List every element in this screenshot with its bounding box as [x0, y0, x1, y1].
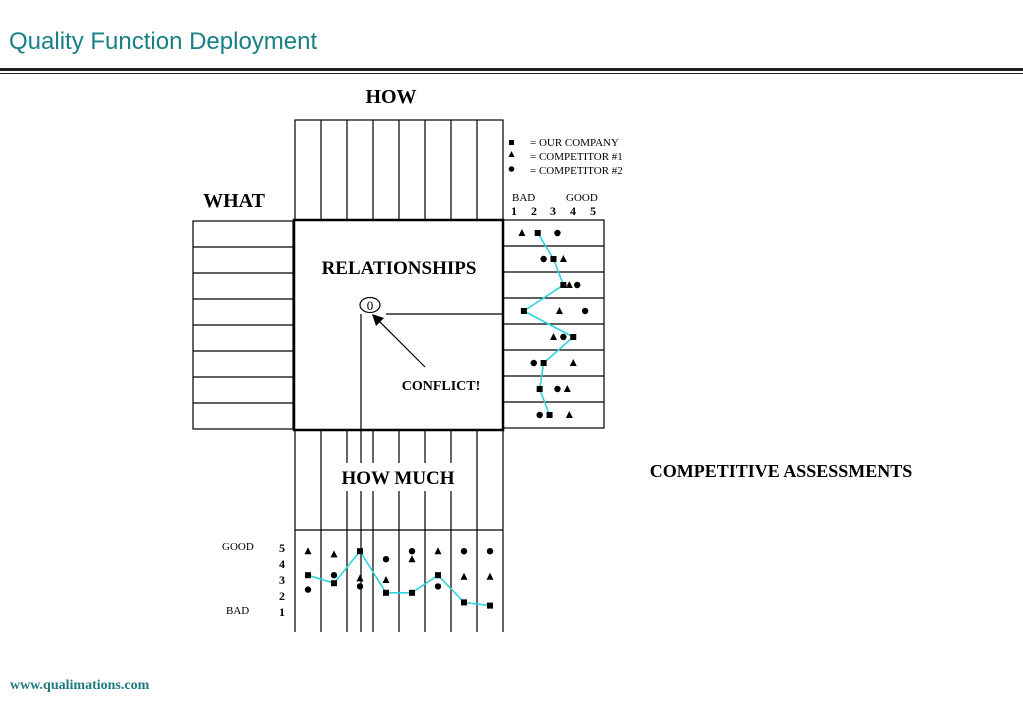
triangle-marker — [565, 411, 573, 418]
square-marker — [305, 572, 311, 579]
right-scale-ticks: 1 2 3 4 5 — [511, 204, 596, 218]
relationships-label: RELATIONSHIPS — [322, 258, 477, 279]
triangle-marker — [559, 255, 567, 262]
title-divider-thin — [0, 73, 1023, 74]
triangle-marker — [304, 547, 312, 555]
triangle-marker — [569, 359, 577, 366]
square-marker — [461, 599, 467, 606]
conflict-symbol: 0 — [367, 298, 374, 313]
how-columns — [294, 119, 504, 221]
bottom-scale-good: GOOD — [222, 541, 254, 553]
our-company-trend-line — [307, 549, 491, 607]
square-marker — [487, 602, 493, 609]
right-scale-good: GOOD — [566, 192, 598, 204]
bottom-scale-tick: 4 — [279, 557, 285, 571]
our-company-trend-line — [522, 232, 575, 416]
bottom-scale-tick: 3 — [279, 573, 285, 587]
square-marker — [435, 572, 441, 579]
square-marker — [534, 230, 541, 236]
square-marker — [546, 412, 553, 418]
square-marker — [331, 580, 337, 587]
triangle-marker — [434, 547, 442, 555]
legend-label-competitor-2: = COMPETITOR #2 — [530, 165, 623, 177]
conflict-arrow-head — [372, 314, 384, 326]
circle-marker — [540, 255, 547, 263]
bottom-scale-ticks: 5 4 3 2 1 — [279, 541, 285, 619]
square-marker — [520, 308, 527, 314]
legend-triangle-icon — [508, 151, 515, 157]
square-marker — [383, 589, 389, 596]
square-marker — [536, 386, 543, 392]
how-much-columns — [294, 430, 504, 632]
circle-marker — [581, 307, 589, 315]
technical-assessment-marks — [304, 547, 494, 609]
competitive-assessments-label: COMPETITIVE ASSESSMENTS — [650, 461, 913, 481]
triangle-marker — [565, 281, 573, 288]
triangle-marker — [486, 572, 494, 580]
right-scale-tick: 2 — [531, 204, 537, 218]
customer-assessment-marks — [518, 229, 589, 419]
circle-marker — [536, 411, 543, 419]
circle-marker — [356, 583, 364, 590]
square-marker — [550, 256, 557, 262]
circle-marker — [554, 385, 561, 393]
legend: = OUR COMPANY = COMPETITOR #1 = COMPETIT… — [508, 137, 623, 177]
bottom-scale-tick: 5 — [279, 541, 285, 555]
circle-marker — [434, 583, 442, 590]
circle-marker — [560, 333, 567, 341]
how-label: HOW — [365, 86, 416, 108]
triangle-marker — [356, 574, 364, 582]
circle-marker — [408, 548, 416, 555]
legend-label-competitor-1: = COMPETITOR #1 — [530, 151, 623, 163]
legend-circle-icon — [508, 166, 515, 172]
how-much-label: HOW MUCH — [341, 468, 454, 489]
circle-marker — [486, 548, 494, 555]
legend-square-icon — [509, 140, 514, 145]
conflict-label: CONFLICT! — [402, 379, 481, 394]
title-divider-thick — [0, 68, 1023, 71]
square-marker — [560, 282, 567, 288]
right-scale-tick: 5 — [590, 204, 596, 218]
triangle-marker — [563, 385, 571, 392]
right-scale-tick: 1 — [511, 204, 517, 218]
bottom-scale-tick: 2 — [279, 589, 285, 603]
circle-marker — [530, 359, 537, 367]
how-much-label-bg — [330, 463, 466, 491]
slide-title: Quality Function Deployment — [9, 28, 318, 55]
square-marker — [357, 548, 363, 555]
square-marker — [570, 334, 577, 340]
what-label: WHAT — [203, 190, 266, 212]
footer-url[interactable]: www.qualimations.com — [10, 678, 150, 693]
what-rows — [192, 220, 294, 430]
triangle-marker — [555, 307, 563, 314]
circle-marker — [330, 572, 338, 579]
circle-marker — [460, 548, 468, 555]
legend-label-our-company: = OUR COMPANY — [530, 137, 619, 149]
bottom-scale-bad: BAD — [226, 605, 249, 617]
circle-marker — [554, 229, 561, 237]
triangle-marker — [460, 572, 468, 580]
square-marker — [409, 589, 415, 596]
triangle-marker — [330, 550, 338, 558]
circle-marker — [574, 281, 581, 289]
triangle-marker — [408, 555, 416, 563]
assessment-rows — [502, 219, 605, 429]
circle-marker — [382, 556, 390, 563]
conflict-symbol-circle — [359, 296, 381, 314]
circle-marker — [304, 586, 312, 593]
right-scale-tick: 3 — [550, 204, 556, 218]
triangle-marker — [550, 333, 557, 340]
square-marker — [540, 360, 547, 366]
right-scale-bad: BAD — [512, 192, 535, 204]
triangle-marker — [382, 576, 390, 583]
triangle-marker — [518, 229, 526, 236]
bottom-scale-tick: 1 — [279, 605, 285, 619]
relationships-matrix — [292, 218, 505, 432]
right-scale-tick: 4 — [570, 204, 576, 218]
